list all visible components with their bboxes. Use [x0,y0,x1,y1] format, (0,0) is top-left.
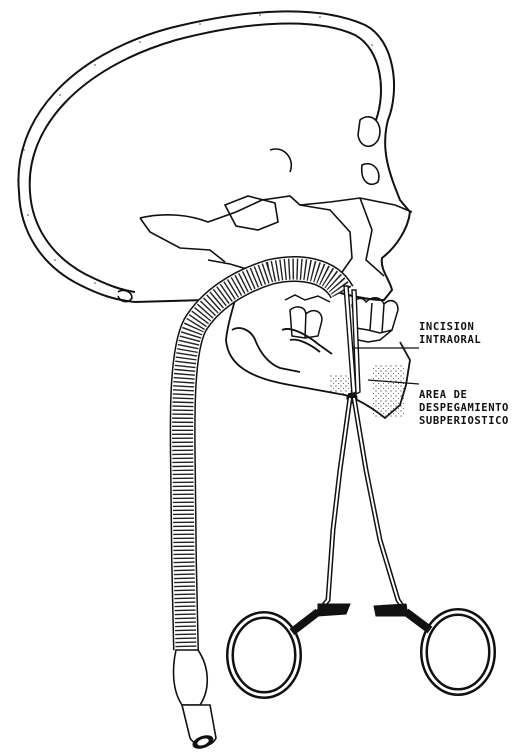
skull-stipple [23,14,381,284]
label-subperiosteal-area: AREA DE DESPEGAMIENTO SUBPERIOSTICO [419,389,509,428]
surgical-forceps [230,286,492,695]
label-line: INTRAORAL [419,334,481,347]
label-line: SUBPERIOSTICO [419,415,509,428]
label-line: DESPEGAMIENTO [419,402,509,415]
intubation-tube [174,269,342,751]
label-intraoral-incision: INCISION INTRAORAL [419,321,481,347]
label-line: INCISION [419,321,481,334]
maxilla-and-teeth [285,295,398,342]
label-line: AREA DE [419,389,509,402]
tube-cuff [174,650,208,705]
